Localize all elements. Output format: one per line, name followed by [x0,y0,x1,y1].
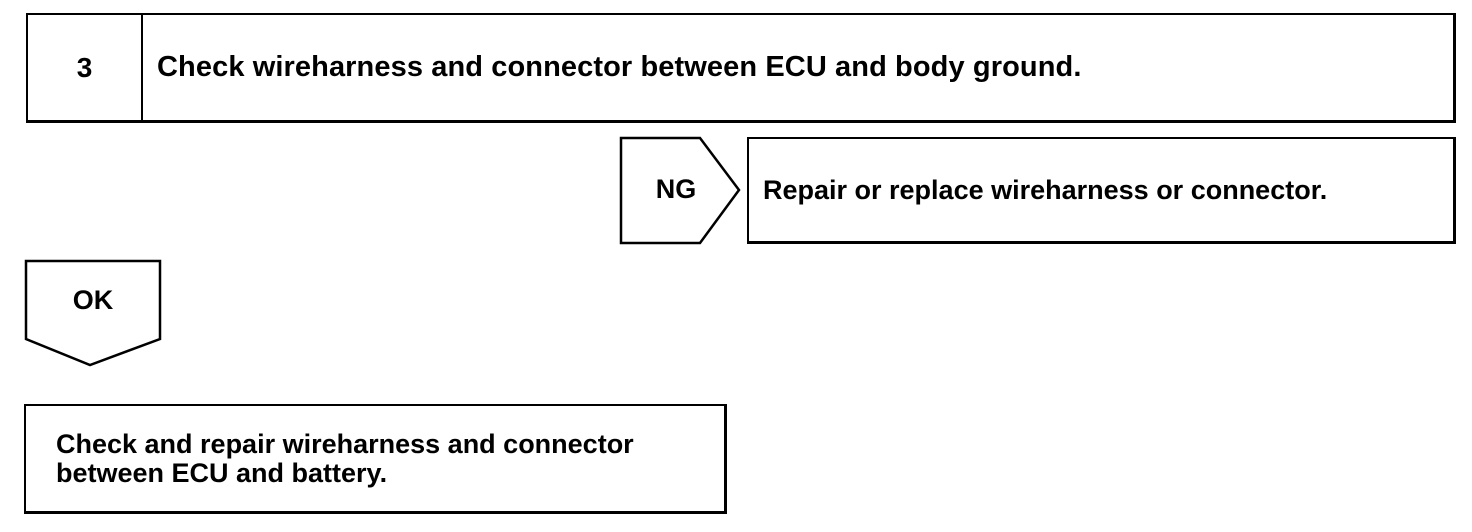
step-number: 3 [28,15,143,120]
ng-action-box: Repair or replace wireharness or connect… [747,137,1456,244]
ng-arrow-icon [619,136,741,245]
ng-label: NG [655,174,697,204]
ng-action-text: Repair or replace wireharness or connect… [763,174,1328,205]
ok-arrow-icon [24,259,162,367]
step-box: 3 Check wireharness and connector betwee… [26,13,1456,123]
ok-action-box: Check and repair wireharness and connect… [24,404,727,514]
ok-action-line-2: between ECU and battery. [56,457,388,488]
ok-label: OK [72,285,114,315]
step-instruction: Check wireharness and connector between … [157,51,1082,83]
ok-action-line-1: Check and repair wireharness and connect… [56,428,634,459]
